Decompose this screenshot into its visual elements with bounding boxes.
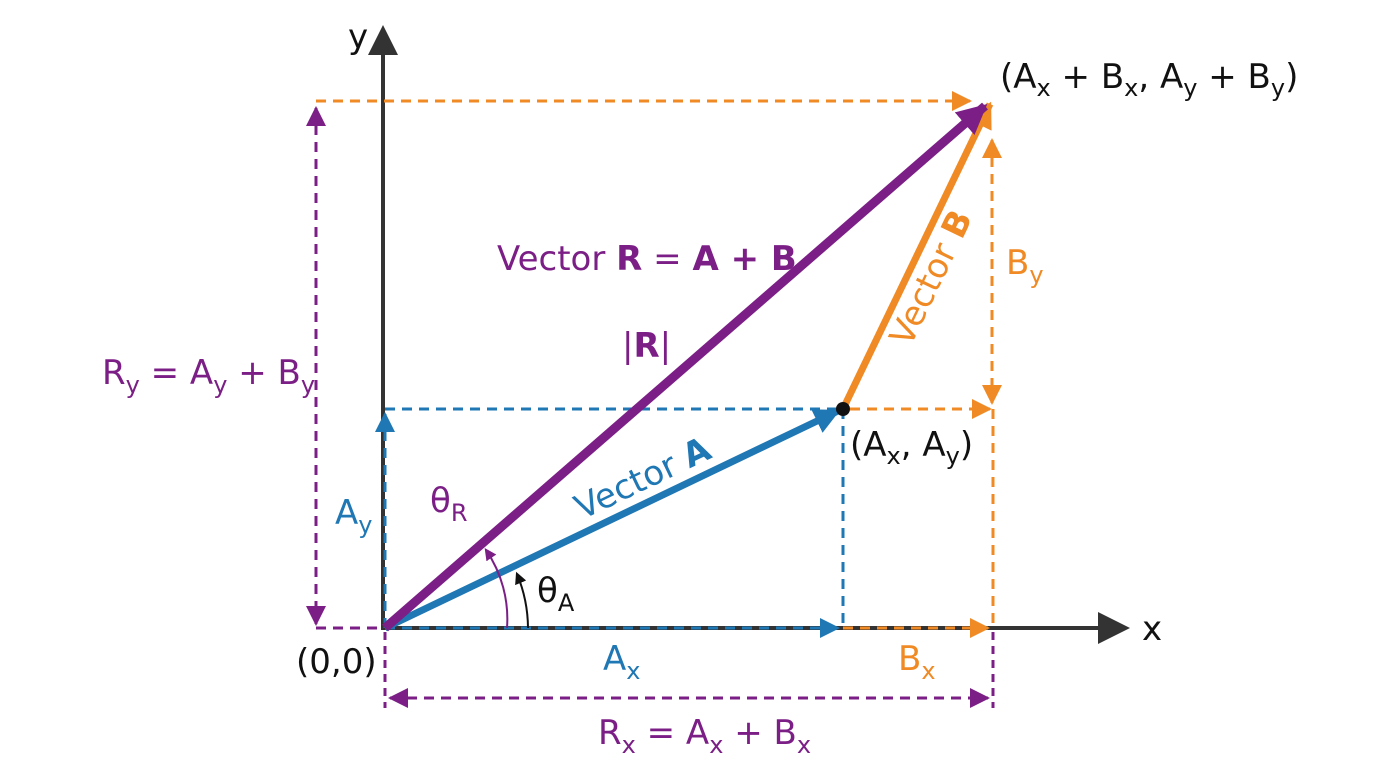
b-x-label: Bx — [898, 639, 936, 685]
r-x-label: Rx = Ax + Bx — [598, 713, 811, 759]
point-a-tip — [836, 402, 850, 416]
a-x-label: Ax — [603, 639, 640, 685]
theta-r-label: θR — [430, 481, 468, 527]
theta-a-label: θA — [537, 571, 575, 617]
a-y-label: Ay — [335, 493, 372, 539]
x-axis-label: x — [1142, 609, 1162, 649]
x-axis-arrowhead — [1098, 612, 1130, 644]
b-y-label: By — [1006, 243, 1044, 289]
point-a-label: (Ax, Ay) — [850, 425, 973, 470]
point-r-label: (Ax + Bx, Ay + By) — [1000, 57, 1298, 102]
vector-b-arrow — [839, 101, 994, 411]
vector-r-arrow — [382, 102, 988, 632]
y-axis-arrowhead — [368, 25, 398, 55]
theta-r-arc — [484, 548, 509, 629]
vector-r-label: Vector R = A + B — [497, 239, 797, 279]
vector-a-arrow — [383, 407, 841, 632]
origin-label: (0,0) — [296, 642, 377, 682]
y-axis-label: y — [348, 17, 368, 57]
theta-a-arc — [515, 571, 529, 629]
magnitude-r-label: |R| — [622, 326, 671, 366]
r-y-label: Ry = Ay + By — [102, 353, 315, 399]
